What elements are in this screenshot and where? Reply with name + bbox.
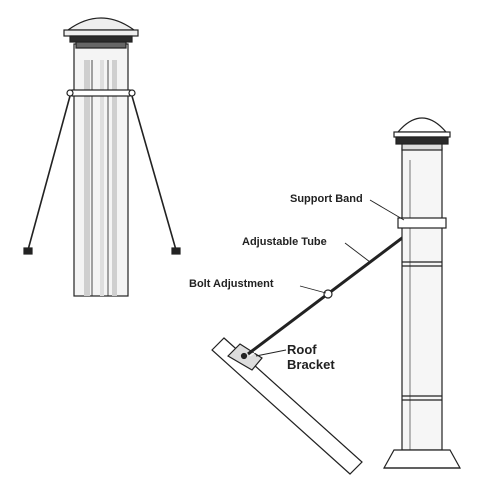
- right-pipe-body: [401, 147, 443, 451]
- support-band-label: Support Band: [290, 193, 363, 205]
- adjustable-tube-label: Adjustable Tube: [242, 236, 327, 248]
- adjustable-tube-highlight: [249, 227, 421, 357]
- right-cap-collar: [401, 143, 443, 151]
- right-cap-rim: [393, 131, 451, 138]
- left-cap-collar: [75, 41, 127, 49]
- leader-bolt-adjustment: [299, 285, 327, 294]
- leader-roof-bracket: [255, 349, 287, 357]
- bolt-adjustment: [323, 289, 333, 299]
- left-brace-leg: [131, 95, 177, 251]
- right-cap-band: [395, 136, 449, 145]
- bolt-adjustment-label: Bolt Adjustment: [189, 278, 274, 290]
- left-cap-rim: [63, 29, 139, 37]
- leader-support-band: [369, 199, 405, 221]
- right-cap-dome: [396, 117, 448, 133]
- left-pipe-shade: [112, 60, 117, 296]
- left-view: [23, 17, 181, 297]
- leader-adjustable-tube: [344, 242, 371, 263]
- left-band-bolt: [128, 89, 136, 97]
- right-support-band: [397, 217, 447, 229]
- roof-bracket-label-line2: Bracket: [287, 357, 335, 372]
- left-cap-band: [69, 35, 133, 43]
- left-cap-dome: [66, 17, 136, 31]
- left-pipe-shade: [84, 60, 90, 296]
- roof-bracket-bolt: [240, 352, 248, 360]
- left-band-bolt: [66, 89, 74, 97]
- left-brace-foot: [23, 247, 33, 255]
- adjustable-tube: [247, 224, 419, 356]
- left-brace-foot: [171, 247, 181, 255]
- roof-bracket-label: Roof Bracket: [287, 342, 335, 372]
- roof-flashing: [382, 449, 462, 469]
- left-support-band: [71, 89, 131, 97]
- left-pipe-shade: [100, 60, 104, 296]
- left-brace-leg: [27, 95, 71, 251]
- roof-bracket-label-line1: Roof: [287, 342, 317, 357]
- right-view: [211, 117, 462, 475]
